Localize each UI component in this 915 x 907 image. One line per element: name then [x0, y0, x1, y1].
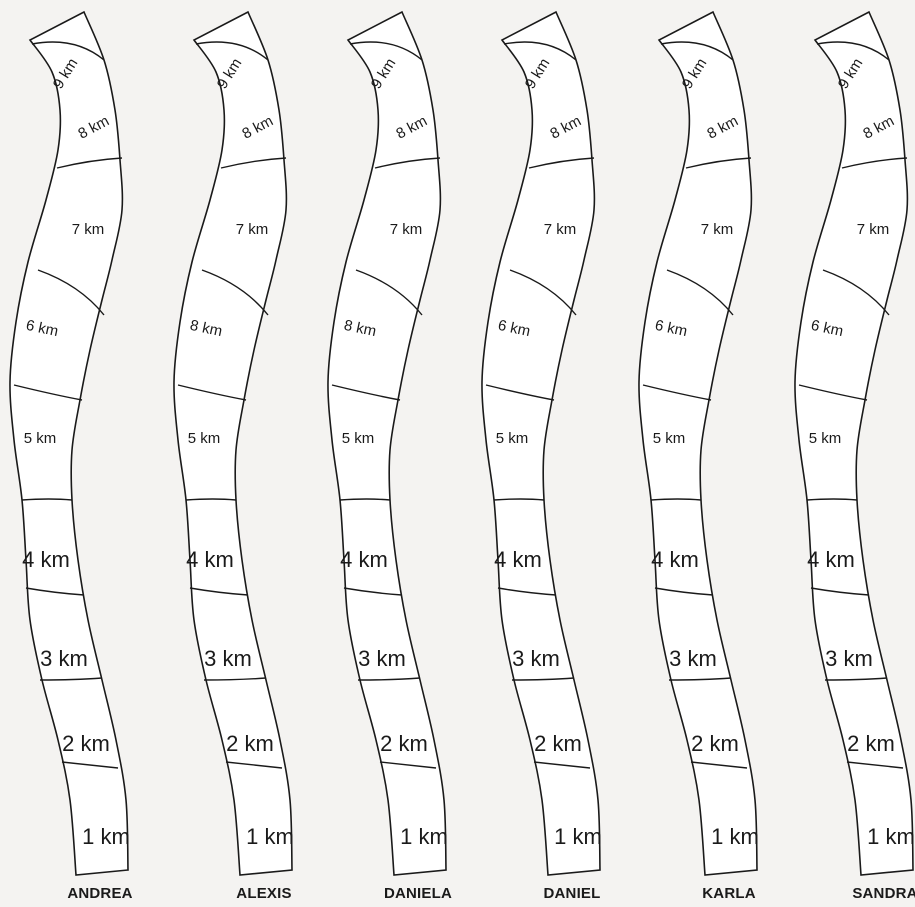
segment-label: 5 km [188, 430, 221, 447]
path-name-label: ALEXIS [236, 885, 291, 902]
segment-label: 4 km [22, 547, 70, 572]
segment-label: 5 km [342, 430, 375, 447]
segment-label: 3 km [358, 646, 406, 671]
segment-label: 2 km [847, 731, 895, 756]
segment-label: 3 km [204, 646, 252, 671]
segment-label: 2 km [226, 731, 274, 756]
path-daniela: 1 km2 km3 km4 km5 km8 km7 km8 km9 kmDANI… [328, 12, 452, 902]
segment-label: 7 km [544, 221, 577, 238]
path-daniel: 1 km2 km3 km4 km5 km6 km7 km8 km9 kmDANI… [482, 12, 602, 902]
segment-label: 1 km [246, 824, 294, 849]
segment-label: 4 km [340, 547, 388, 572]
segment-label: 2 km [534, 731, 582, 756]
path-name-label: SANDRA [852, 885, 915, 902]
segment-label: 4 km [494, 547, 542, 572]
segment-label: 1 km [400, 824, 448, 849]
segment-label: 7 km [390, 221, 423, 238]
segment-label: 7 km [236, 221, 269, 238]
path-alexis: 1 km2 km3 km4 km5 km8 km7 km8 km9 kmALEX… [174, 12, 294, 902]
segment-label: 1 km [82, 824, 130, 849]
segment-label: 1 km [867, 824, 915, 849]
segment-label: 3 km [512, 646, 560, 671]
segment-label: 2 km [380, 731, 428, 756]
segment-label: 4 km [651, 547, 699, 572]
segment-label: 1 km [554, 824, 602, 849]
path-name-label: DANIEL [543, 885, 600, 902]
segment-label: 3 km [825, 646, 873, 671]
path-name-label: DANIELA [384, 885, 452, 902]
segment-label: 5 km [24, 430, 57, 447]
segment-label: 5 km [809, 430, 842, 447]
path-karla: 1 km2 km3 km4 km5 km6 km7 km8 km9 kmKARL… [639, 12, 759, 902]
path-name-label: ANDREA [67, 885, 132, 902]
segment-label: 5 km [496, 430, 529, 447]
segment-label: 3 km [669, 646, 717, 671]
path-andrea: 1 km2 km3 km4 km5 km6 km7 km8 km9 kmANDR… [10, 12, 133, 902]
segment-label: 7 km [701, 221, 734, 238]
path-sandra: 1 km2 km3 km4 km5 km6 km7 km8 km9 kmSAND… [795, 12, 915, 902]
segment-label: 4 km [807, 547, 855, 572]
segment-label: 3 km [40, 646, 88, 671]
segment-label: 1 km [711, 824, 759, 849]
segment-label: 4 km [186, 547, 234, 572]
segment-label: 2 km [62, 731, 110, 756]
segment-label: 7 km [72, 221, 105, 238]
segment-label: 2 km [691, 731, 739, 756]
path-name-label: KARLA [702, 885, 756, 902]
segment-label: 5 km [653, 430, 686, 447]
segment-label: 7 km [857, 221, 890, 238]
